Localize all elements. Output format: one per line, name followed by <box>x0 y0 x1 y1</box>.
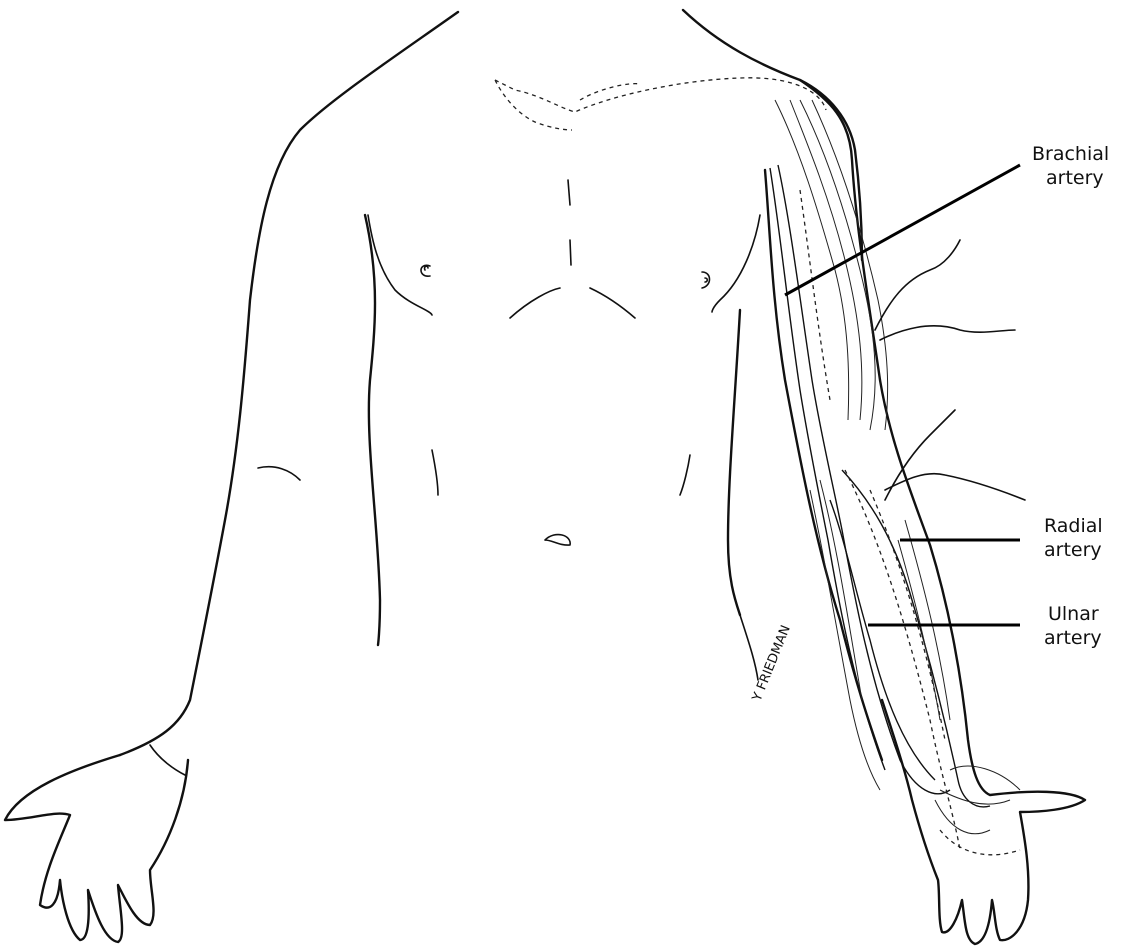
rib-lines <box>510 288 635 318</box>
abdomen-lines <box>432 450 690 495</box>
ulnar-label-line1: Ulnar <box>1044 602 1102 626</box>
ulnar-label-line2: artery <box>1044 626 1102 650</box>
chest-line-right <box>712 215 760 312</box>
left-inner-arm <box>365 215 380 645</box>
clavicle-outline <box>495 78 826 130</box>
nipple-left <box>421 265 430 276</box>
radial-label-line1: Radial <box>1044 514 1103 538</box>
chest-line-left <box>368 215 432 315</box>
torso-waist-line <box>740 615 758 680</box>
forearm-muscles <box>810 480 950 790</box>
artist-signature: Y FRIEDMAN <box>749 623 793 704</box>
nipple-right <box>702 272 710 288</box>
biceps-muscle <box>775 100 888 430</box>
brachial-label-line2: artery <box>1032 166 1109 190</box>
brachial-label-line1: Brachial <box>1032 142 1109 166</box>
ulnar-artery-label: Ulnar artery <box>1044 602 1102 650</box>
navel <box>545 535 570 546</box>
radial-artery-label: Radial artery <box>1044 514 1103 562</box>
left-hand-crease <box>150 745 185 775</box>
brachial-leader-line <box>785 165 1020 295</box>
elbow-crease <box>258 467 300 480</box>
radial-label-line2: artery <box>1044 538 1103 562</box>
sternum <box>568 180 571 265</box>
body-outline-left <box>120 12 458 755</box>
hand-tendons <box>935 766 1020 834</box>
brachial-artery-label: Brachial artery <box>1032 142 1109 190</box>
left-hand <box>5 755 188 942</box>
right-torso-side <box>728 310 740 615</box>
nerve-branches <box>875 240 1025 500</box>
